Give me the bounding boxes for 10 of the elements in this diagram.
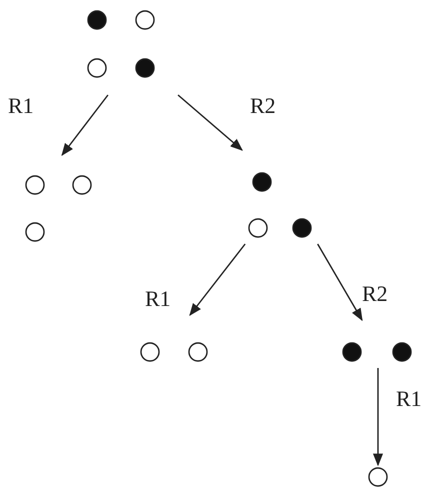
edge-label: R1 <box>8 95 34 117</box>
edge-label: R1 <box>396 388 422 410</box>
edge-label: R2 <box>362 283 388 305</box>
arrow <box>61 94 108 156</box>
arrow <box>189 244 246 316</box>
arrow <box>372 368 384 466</box>
arrow <box>317 244 363 322</box>
edge-label: R2 <box>250 95 276 117</box>
arrow <box>178 94 243 151</box>
edge-label: R1 <box>145 288 171 310</box>
